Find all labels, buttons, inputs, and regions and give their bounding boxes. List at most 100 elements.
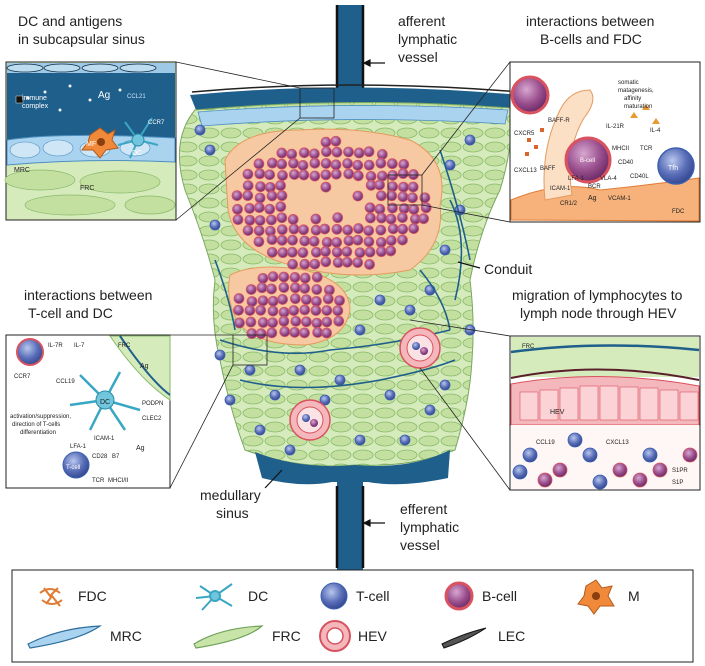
b-cell xyxy=(310,305,322,316)
b-cell xyxy=(398,181,409,193)
b-cell xyxy=(253,158,265,170)
title-afferent-1: afferent xyxy=(398,13,445,29)
mhcii-label: MHCII xyxy=(612,146,629,152)
b-cell xyxy=(387,181,399,192)
somatic-label-4: maturation xyxy=(624,104,652,110)
b-cell xyxy=(253,202,265,213)
t-cell xyxy=(424,284,436,296)
b-cell xyxy=(537,472,553,488)
b-cell-icon xyxy=(444,581,474,611)
b-cell xyxy=(343,168,355,180)
efferent-label-2: lymphatic xyxy=(400,519,459,535)
b-cell xyxy=(320,158,332,169)
b-cell xyxy=(299,258,311,270)
b-cell xyxy=(275,201,287,213)
b-cell xyxy=(375,246,387,258)
b-cell xyxy=(320,169,332,181)
b-cell xyxy=(321,146,332,158)
b-cell xyxy=(277,170,288,181)
b-cell xyxy=(278,282,290,293)
b-cell xyxy=(266,214,277,226)
il7-label: IL-7 xyxy=(74,343,85,349)
b-cell xyxy=(277,247,289,259)
b-cell xyxy=(267,305,279,317)
hev-main-2 xyxy=(289,399,331,441)
immune-complex-label-2: complex xyxy=(22,103,49,110)
inset-hev-migration: FRC HEV CCL19 CXCL13 S1PR S1P xyxy=(509,335,701,491)
cd40-label: CD40 xyxy=(618,160,634,166)
inset-dc-antigens: immune complex Ag CCL21 CCR7 MF DC MRC F… xyxy=(4,61,177,221)
b-cell xyxy=(297,247,309,259)
medullary-label-1: medullary xyxy=(200,487,261,503)
fdc-label-b: FDC xyxy=(672,209,685,215)
b-cell xyxy=(363,159,375,171)
b-cell xyxy=(254,168,266,180)
somatic-label-1: somatic xyxy=(618,80,639,86)
baffr-label: BAFF-R xyxy=(548,118,570,124)
b-cell xyxy=(287,234,298,246)
legend-label-tcell: T-cell xyxy=(356,588,389,604)
b-cell xyxy=(287,214,299,225)
ccl19-label-t: CCL19 xyxy=(56,379,75,385)
t-cell xyxy=(224,394,236,406)
t-cell xyxy=(399,434,411,446)
frc-label-h: FRC xyxy=(522,344,535,350)
b-cell xyxy=(245,316,257,328)
b-cell xyxy=(246,296,258,307)
b-cell xyxy=(363,236,375,248)
b-cell-main xyxy=(564,136,612,184)
tfh-cell xyxy=(657,147,695,185)
b-cell xyxy=(311,317,323,329)
b-cell xyxy=(375,190,387,202)
b-cell xyxy=(612,462,628,478)
b-cell xyxy=(652,462,668,478)
b-cell xyxy=(299,272,311,284)
b-cell xyxy=(341,246,353,258)
b-cell xyxy=(286,246,298,258)
b-cell xyxy=(286,148,298,160)
legend-label-fdc: FDC xyxy=(78,588,107,604)
b-cell xyxy=(309,170,321,182)
s1pr-label: S1PR xyxy=(672,468,688,474)
b-cell xyxy=(374,179,385,191)
b-cell xyxy=(376,170,388,182)
bcr-label: BCR xyxy=(588,184,601,190)
t-cell xyxy=(592,474,608,490)
b-cell xyxy=(299,235,311,247)
b-cell xyxy=(353,147,365,159)
b-cell xyxy=(387,170,399,181)
b-cell xyxy=(408,169,419,180)
b-cell xyxy=(276,212,288,224)
podpn-label: PODPN xyxy=(142,401,163,407)
b-cell xyxy=(375,224,387,236)
b-cell xyxy=(242,168,254,180)
b-cell xyxy=(234,317,245,329)
b-cell xyxy=(342,224,354,236)
b-cell xyxy=(321,327,332,339)
il7r-label: IL-7R xyxy=(48,343,63,349)
efferent-vessel xyxy=(337,478,363,570)
b-cell xyxy=(264,203,276,215)
baff-label: BAFF xyxy=(540,166,556,172)
b-cell xyxy=(300,294,312,306)
b-cell xyxy=(363,146,375,158)
legend-label-hev: HEV xyxy=(358,628,387,644)
b-cell xyxy=(311,284,323,295)
title-bcell-fdc-1: interactions between xyxy=(526,13,654,29)
b-cell xyxy=(233,293,245,304)
b-cell xyxy=(276,147,288,159)
b-cell xyxy=(364,202,376,214)
b-cell xyxy=(330,159,342,171)
b-cell xyxy=(352,159,364,171)
t-cell xyxy=(254,424,266,436)
conduit-label: Conduit xyxy=(484,261,532,277)
tcr-label-t: TCR xyxy=(92,478,105,484)
legend-label-frc: FRC xyxy=(272,628,301,644)
b-cell xyxy=(266,157,278,169)
t-cell xyxy=(424,404,436,416)
ag-bottom-label: Ag xyxy=(136,445,145,452)
b-cell xyxy=(289,293,301,305)
t-cell-icon xyxy=(320,582,348,610)
b-cell xyxy=(255,328,267,340)
efferent-label-3: vessel xyxy=(400,537,440,553)
